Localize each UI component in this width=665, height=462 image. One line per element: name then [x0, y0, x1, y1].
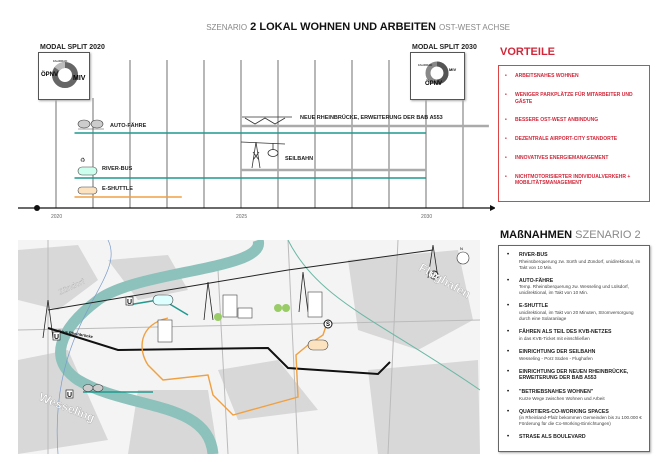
site-map: U U U S S Flughafen Wesseling Zündorf Ne… — [18, 240, 480, 454]
massnahme-heading: E-SHUTTLE — [519, 303, 549, 310]
massnahme-heading: STRASE ALS BOULEVARD — [519, 434, 586, 441]
north-label: N — [460, 246, 463, 251]
massnahmen-title-text: MAßNAHMEN — [500, 229, 573, 241]
massnahme-description: Wesseling - Porz Süden - Flughafen — [519, 355, 593, 361]
miv-label: MIV — [449, 67, 457, 72]
timeline-bars — [74, 124, 489, 198]
recycle-icon: ♻ — [80, 157, 85, 164]
timeline-label: NEUE RHEINBRÜCKE, ERWEITERUNG DER BAB A5… — [300, 115, 443, 121]
vorteil-item: WENIGER PARKPLÄTZE FÜR MITARBEITER UND G… — [499, 92, 645, 106]
small-label: FAHRRAD — [418, 63, 433, 67]
massnahme-description: Temp. Rheinüberquerung zw. Wesseling und… — [519, 284, 629, 296]
year-label: 2020 — [51, 214, 63, 220]
car-ferry-map-icon — [82, 384, 104, 392]
north-arrow-icon — [456, 251, 470, 265]
pylon-icons — [42, 244, 439, 339]
cable-car-line — [47, 249, 434, 311]
modal-split-2030-title: MODAL SPLIT 2030 — [412, 44, 477, 51]
massnahme-description: unidirektional, im Takt von 20 Minuten, … — [519, 310, 634, 322]
massnahme-description: Kurze Wege zwischen Wohnen und Arbeit — [519, 395, 605, 401]
title-suffix: OST-WEST ACHSE — [439, 23, 510, 32]
massnahme-item: EINRICHTUNG DER NEUEN RHEINBRÜCKE, ERWEI… — [499, 369, 645, 383]
rail-line — [287, 240, 480, 391]
oepnv-label: ÖPNV — [41, 72, 59, 78]
modal-split-2020-title: MODAL SPLIT 2020 — [40, 44, 105, 51]
s-station-label: S — [432, 273, 436, 279]
title-prefix: SZENARIO — [206, 23, 248, 32]
map-s-stations: S S — [323, 270, 439, 329]
vorteil-item: DEZENTRALE AIRPORT-CITY STANDORTE — [499, 136, 645, 143]
river-bus-map-icon — [152, 294, 174, 306]
map-u-stations: U U U — [52, 296, 134, 399]
massnahme-heading: "BETRIEBSNAHES WOHNEN" — [519, 389, 594, 395]
rhine-river — [55, 240, 264, 454]
tree-icons — [214, 304, 290, 321]
e-shuttle-icon — [77, 186, 98, 195]
massnahme-heading: FÄHREN ALS TEIL DES KVB-NETZES — [519, 329, 612, 336]
river-bus-icon — [77, 166, 98, 176]
u-station-label: U — [67, 392, 72, 399]
miv-label: MIV — [73, 75, 86, 82]
car-ferry-icon — [77, 119, 104, 130]
axis-arrow-icon — [490, 205, 495, 211]
massnahme-heading: AUTO-FÄHRE — [519, 277, 554, 284]
massnahme-item: QUARTIERS-CO-WORKING SPACES(in Rheinland… — [499, 409, 645, 428]
map-roads — [18, 240, 480, 454]
massnahme-item: "BETRIEBSNAHES WOHNEN"Kurze Wege zwische… — [499, 389, 645, 402]
massnahme-description: (in Rheinland-Pfalz bekommen Gemeinden b… — [519, 415, 642, 427]
u-station-label: U — [54, 334, 59, 341]
vorteil-item: ARBEITSNAHES WOHNEN — [499, 73, 645, 80]
vorteil-item: INNOVATIVES ENERGIEMANAGEMENT — [499, 155, 645, 162]
massnahmen-title: MAßNAHMEN SZENARIO 2 — [500, 229, 641, 241]
tram-line — [56, 240, 112, 454]
vorteil-item: BESSERE OST-WEST ANBINDUNG — [499, 117, 645, 124]
u-station-label: U — [127, 299, 132, 306]
vorteil-item: NICHTMOTORISIERTER INDIVIDUALVERKEHR + M… — [499, 174, 645, 188]
today-marker — [34, 205, 40, 211]
timeline-label: E-SHUTTLE — [102, 186, 133, 192]
e-shuttle-route — [141, 317, 329, 416]
modal-split-2030-box: ÖPNV MIV FAHRRAD — [410, 52, 465, 100]
massnahme-heading: RIVER-BUS — [519, 252, 548, 258]
title-main: LOKAL WOHNEN UND ARBEITEN — [259, 21, 436, 33]
e-shuttle-map-icon — [307, 339, 329, 351]
massnahme-heading: EINRICHTUNG DER SEILBAHN — [519, 348, 596, 355]
donut-segment-small — [54, 62, 66, 72]
massnahme-description: in das KVB-Ticket mit einschließen — [519, 335, 590, 341]
page-title: SZENARIO 2 LOKAL WOHNEN UND ARBEITEN OST… — [206, 21, 510, 33]
bridge-label: Neue Rheinbrücke — [58, 328, 94, 339]
oepnv-label: ÖPNV — [425, 81, 443, 87]
timeline-chart: ♻ — [18, 60, 495, 211]
year-label: 2025 — [236, 214, 248, 220]
timeline-label: RIVER-BUS — [102, 166, 133, 172]
new-rhine-bridge-route — [47, 327, 391, 376]
bridge-icon — [242, 116, 292, 125]
massnahme-item: STRASE ALS BOULEVARD — [499, 434, 645, 442]
vorteile-box: ARBEITSNAHES WOHNEN WENIGER PARKPLÄTZE FÜ… — [498, 65, 650, 202]
s-station-label: S — [326, 322, 330, 328]
building-icons — [157, 291, 323, 343]
timeline-label: SEILBAHN — [285, 156, 314, 162]
cable-car-icon — [240, 141, 286, 169]
vorteile-title: VORTEILE — [500, 46, 556, 58]
massnahmen-subtitle: SZENARIO 2 — [575, 229, 641, 241]
massnahme-description: Rheinüberquerung zw. Sürth und Zündorf, … — [519, 258, 641, 270]
year-label: 2030 — [421, 214, 433, 220]
small-label: FAHRRAD — [53, 59, 68, 63]
title-number: 2 — [250, 21, 257, 33]
massnahme-heading: QUARTIERS-CO-WORKING SPACES — [519, 408, 609, 415]
modal-split-2020-box: ÖPNV MIV FAHRRAD — [38, 52, 90, 100]
massnahme-heading: EINRICHTUNG DER NEUEN RHEINBRÜCKE, ERWEI… — [519, 368, 629, 382]
timeline-label: AUTO-FÄHRE — [110, 123, 147, 129]
